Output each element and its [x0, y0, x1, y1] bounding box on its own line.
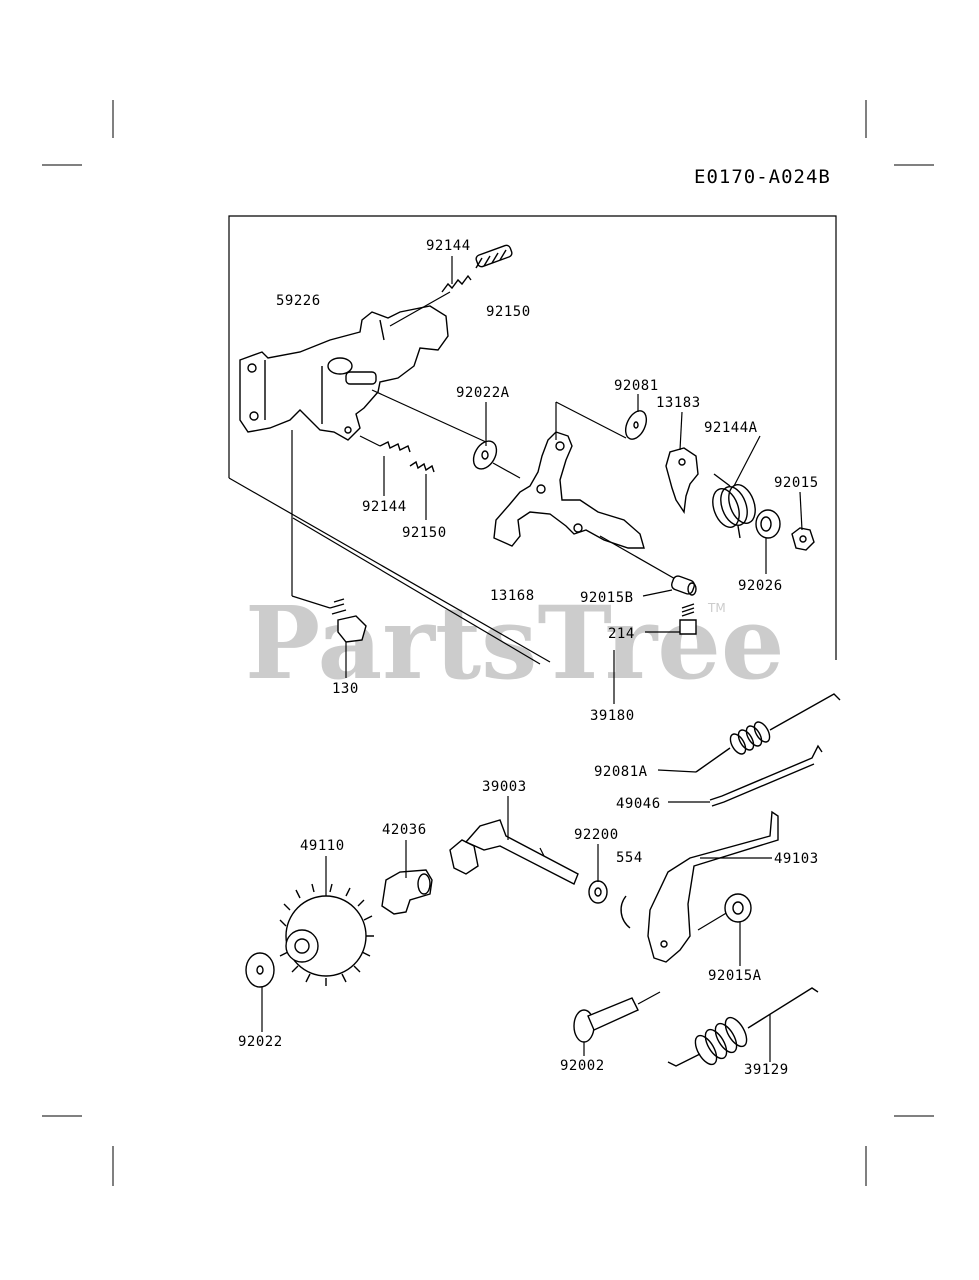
lever-49103 — [647, 810, 779, 963]
washer-92081 — [624, 410, 648, 440]
nut-92015 — [791, 527, 815, 551]
part-label-92022: 92022 — [238, 1034, 283, 1050]
part-label-92200: 92200 — [574, 827, 619, 843]
part-label-13168: 13168 — [490, 588, 535, 604]
part-label-59226: 59226 — [276, 293, 321, 309]
plate-13183 — [665, 447, 699, 514]
parts-tree-watermark: PartsTree TM — [245, 584, 785, 702]
part-label-92144A: 92144A — [704, 420, 758, 436]
washer-92200 — [588, 880, 608, 904]
upper-spring-and-screw — [389, 244, 513, 327]
washer-92022A — [472, 440, 521, 479]
part-label-39129: 39129 — [744, 1062, 789, 1078]
rod-49046 — [709, 744, 823, 807]
control-bracket-part — [239, 305, 487, 443]
part-label-92081A: 92081A — [594, 764, 648, 780]
part-label-92015A: 92015A — [708, 968, 762, 984]
collar-92026 — [755, 509, 781, 539]
part-label-39003: 39003 — [482, 779, 527, 795]
governor-lever-part — [493, 401, 685, 585]
shaft-39003 — [449, 819, 579, 885]
part-label-13183: 13183 — [656, 395, 701, 411]
bolt-92015B — [670, 575, 697, 596]
part-label-49046: 49046 — [616, 796, 661, 812]
part-label-92081: 92081 — [614, 378, 659, 394]
clip-554 — [620, 895, 631, 929]
part-label-214: 214 — [608, 626, 635, 642]
part-labels: 92144 59226 92150 92022A 92081 13183 921… — [238, 238, 819, 1078]
pin-92002 — [573, 991, 661, 1043]
part-label-92144-lower: 92144 — [362, 499, 407, 515]
spring-92081A — [695, 693, 841, 773]
spring-39129 — [667, 987, 819, 1067]
part-label-554: 554 — [616, 850, 643, 866]
bracket-42036 — [381, 869, 433, 915]
part-label-92150-lower: 92150 — [402, 525, 447, 541]
part-label-92015: 92015 — [774, 475, 819, 491]
part-label-92015B: 92015B — [580, 590, 634, 606]
assembly-frame — [228, 215, 837, 665]
crop-marks — [42, 100, 934, 1186]
washer-92022 — [245, 952, 275, 988]
part-label-49103: 49103 — [774, 851, 819, 867]
part-label-92022A: 92022A — [456, 385, 510, 401]
part-label-130: 130 — [332, 681, 359, 697]
watermark-text: PartsTree — [245, 584, 785, 702]
part-label-42036: 42036 — [382, 822, 427, 838]
lower-spring-and-screw — [359, 435, 435, 473]
leader-lines — [261, 256, 803, 1062]
part-label-92150-upper: 92150 — [486, 304, 531, 320]
bolt-130 — [291, 430, 367, 643]
part-label-92144-upper: 92144 — [426, 238, 471, 254]
part-label-49110: 49110 — [300, 838, 345, 854]
spring-92144A — [712, 473, 756, 539]
part-label-92002: 92002 — [560, 1058, 605, 1074]
part-label-39180: 39180 — [590, 708, 635, 724]
collar-92015A — [724, 893, 752, 923]
screw-214 — [679, 603, 697, 635]
part-label-92026: 92026 — [738, 578, 783, 594]
watermark-trademark: TM — [707, 601, 726, 615]
gear-49110 — [279, 883, 374, 986]
diagram-code: E0170-A024B — [694, 166, 831, 188]
